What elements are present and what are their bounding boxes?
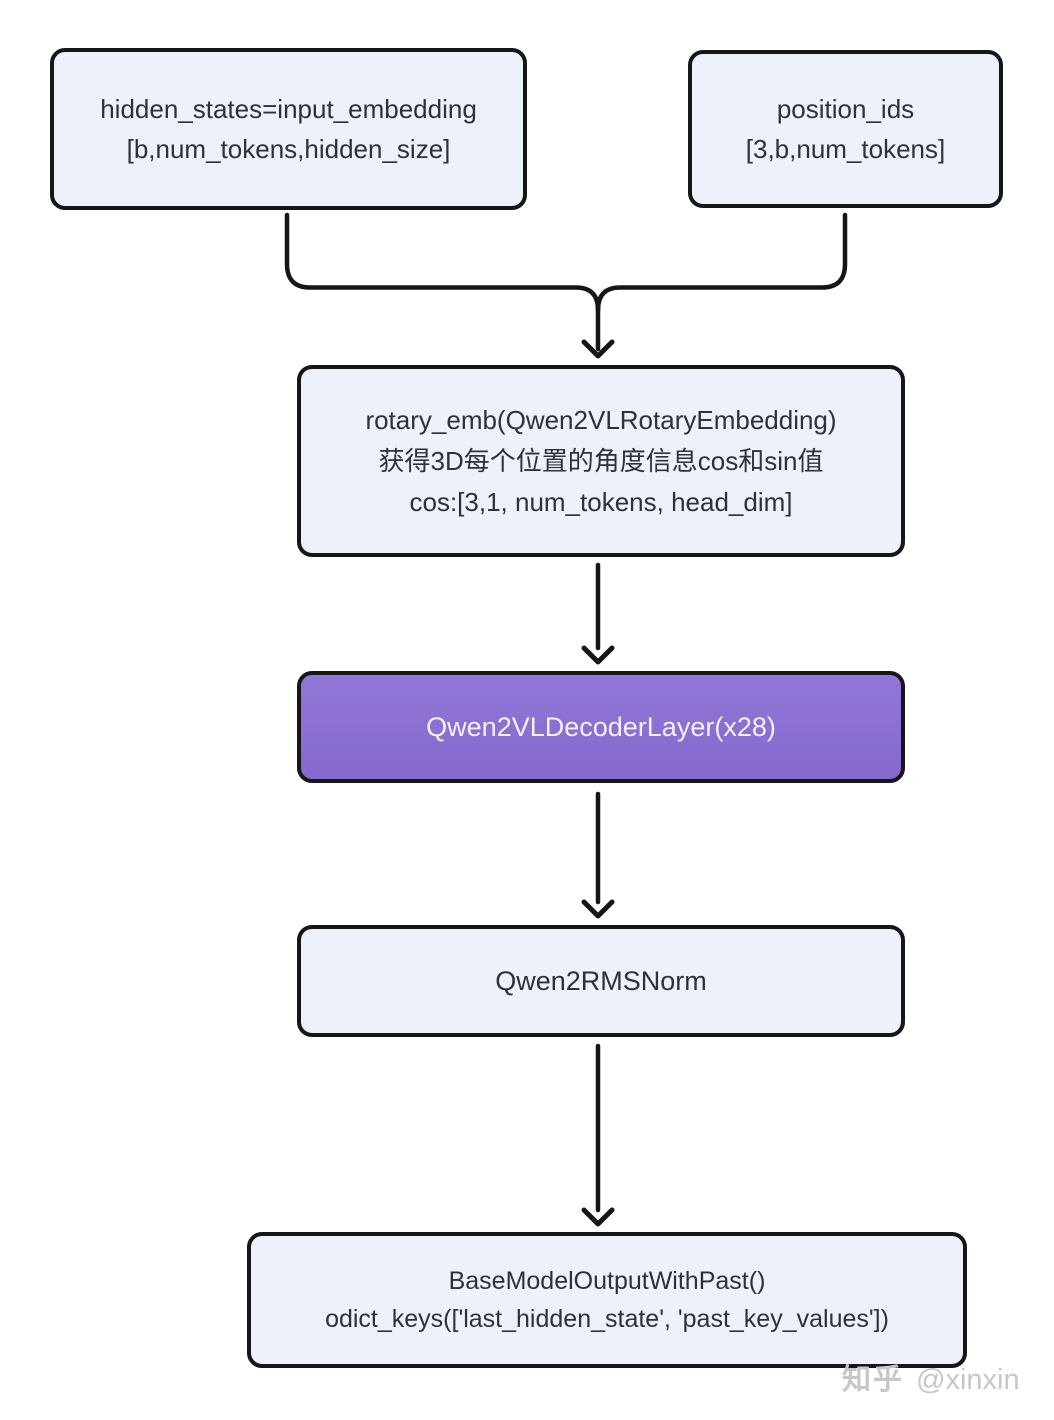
node-rms-norm: Qwen2RMSNorm xyxy=(297,925,905,1037)
node-rotary-emb-desc: 获得3D每个位置的角度信息cos和sin值 xyxy=(378,445,824,476)
arrowhead-icon xyxy=(581,645,615,665)
arrowhead-icon xyxy=(581,899,615,919)
node-rotary-emb: rotary_emb(Qwen2VLRotaryEmbedding) 获得3D每… xyxy=(297,365,905,557)
node-output-title: BaseModelOutputWithPast() xyxy=(448,1267,766,1295)
node-decoder-layer: Qwen2VLDecoderLayer(x28) xyxy=(297,671,905,783)
node-decoder-layer-label: Qwen2VLDecoderLayer(x28) xyxy=(426,711,776,742)
node-rotary-emb-shape: cos:[3,1, num_tokens, head_dim] xyxy=(409,486,793,517)
node-position-ids: position_ids [3,b,num_tokens] xyxy=(688,50,1003,208)
connector-merge-right xyxy=(595,212,848,313)
node-output-keys: odict_keys(['last_hidden_state', 'past_k… xyxy=(325,1305,889,1333)
watermark-brand: 知乎 xyxy=(842,1364,905,1396)
watermark-handle: @xinxin xyxy=(916,1364,1020,1396)
node-hidden-states: hidden_states=input_embedding [b,num_tok… xyxy=(50,48,527,210)
node-output: BaseModelOutputWithPast() odict_keys(['l… xyxy=(247,1232,967,1368)
node-rotary-emb-title: rotary_emb(Qwen2VLRotaryEmbedding) xyxy=(365,404,837,435)
watermark: 知乎 @xinxin xyxy=(842,1356,1020,1398)
node-hidden-states-title: hidden_states=input_embedding xyxy=(100,94,477,124)
node-position-ids-shape: [3,b,num_tokens] xyxy=(745,134,946,164)
node-position-ids-title: position_ids xyxy=(776,94,915,124)
node-hidden-states-shape: [b,num_tokens,hidden_size] xyxy=(126,134,451,164)
arrowhead-icon xyxy=(581,339,615,359)
node-rms-norm-label: Qwen2RMSNorm xyxy=(495,965,707,996)
arrowhead-icon xyxy=(581,1207,615,1227)
connector-merge-left xyxy=(284,212,601,313)
